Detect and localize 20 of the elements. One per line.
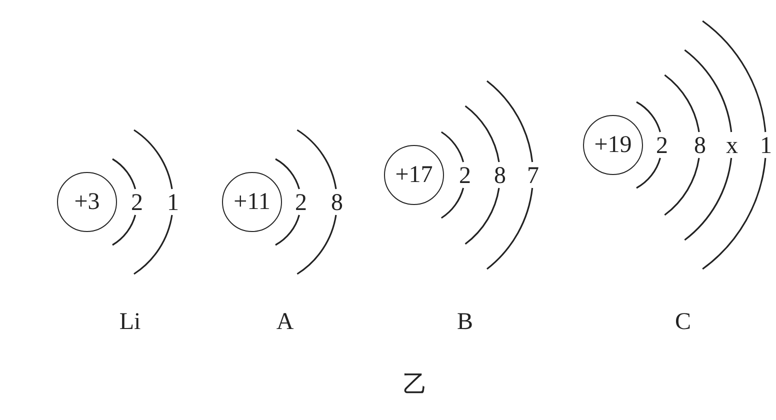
nucleus-circle: +11 [222,172,282,232]
element-name: Li [119,310,141,334]
electron-count: x [726,134,738,158]
nucleus-circle: +3 [57,172,117,232]
nucleus-circle: +17 [384,145,444,205]
electron-count: 8 [494,164,506,188]
caption: 乙 [403,373,427,397]
nucleus-circle: +19 [583,115,643,175]
electron-count: 2 [459,164,471,188]
electron-count: 1 [167,191,179,215]
electron-count: 2 [131,191,143,215]
element-name: A [276,310,294,334]
electron-count: 7 [527,164,539,188]
electron-count: 1 [760,134,772,158]
element-name: B [457,310,473,334]
electron-count: 8 [331,191,343,215]
electron-count: 2 [295,191,307,215]
electron-count: 8 [694,134,706,158]
element-name: C [675,310,691,334]
electron-count: 2 [656,134,668,158]
